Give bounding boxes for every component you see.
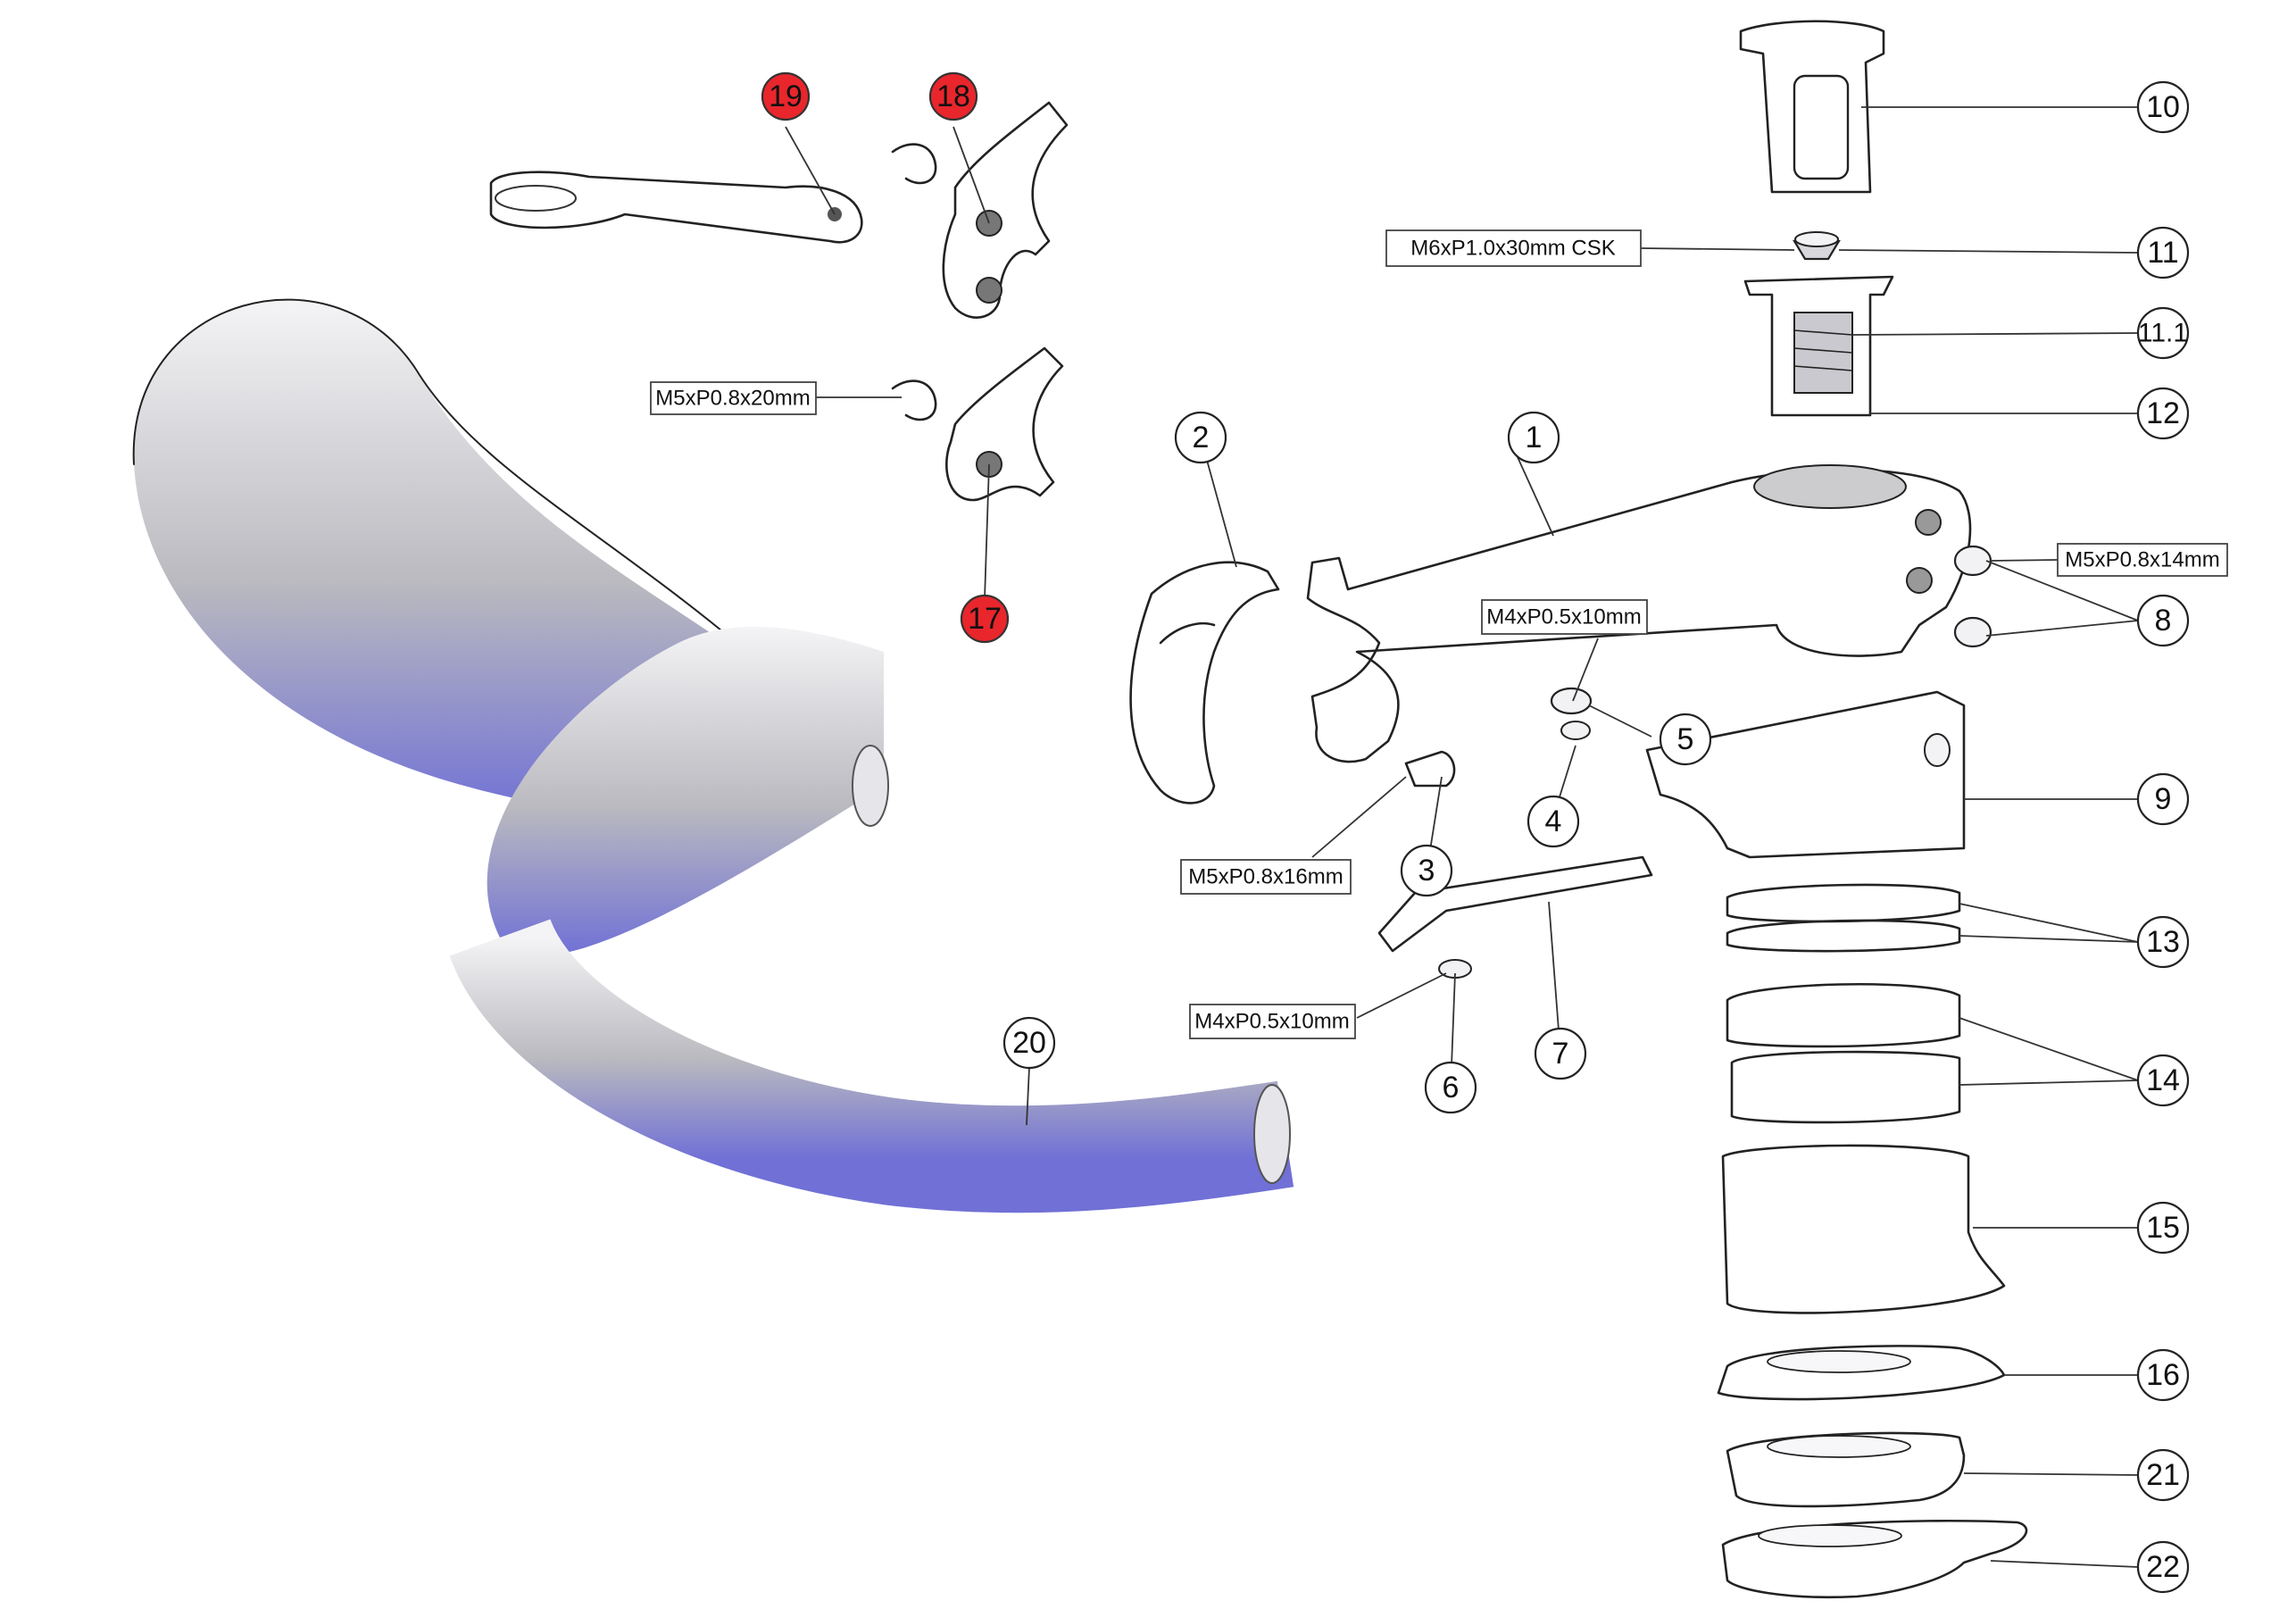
expander-body-part-12 xyxy=(1743,275,1894,417)
spec-box-m5-20: M5xP0.8x20mm xyxy=(650,381,817,415)
callout-10: 10 xyxy=(2136,80,2190,134)
spec-box-m4-bottom: M4xP0.5x10mm xyxy=(1189,1004,1356,1039)
leader-lines xyxy=(785,106,2139,1568)
callout-2-label: 2 xyxy=(1193,421,1210,454)
callout-15-label: 15 xyxy=(2146,1211,2180,1245)
spec-box-m4-top: M4xP0.5x10mm xyxy=(1481,599,1648,635)
callout-6-label: 6 xyxy=(1443,1071,1460,1105)
callout-9: 9 xyxy=(2136,772,2190,826)
callout-17: 17 xyxy=(960,594,1010,644)
callout-20-label: 20 xyxy=(1012,1026,1046,1060)
spec-m4-top-label: M4xP0.5x10mm xyxy=(1486,605,1641,629)
spacer-part-13 xyxy=(1726,883,1961,953)
callout-11-1-label: 11.1 xyxy=(2138,319,2188,348)
callout-12-label: 12 xyxy=(2146,396,2180,430)
callout-6: 6 xyxy=(1424,1061,1477,1114)
spec-box-m6-csk: M6xP1.0x30mm CSK xyxy=(1385,229,1642,267)
callout-2: 2 xyxy=(1174,411,1227,464)
stem-part-1 xyxy=(1306,464,1972,763)
callout-12: 12 xyxy=(2136,387,2190,440)
spacer-part-22 xyxy=(1721,1519,2028,1599)
handlebar-part-20 xyxy=(132,298,1294,1213)
callout-13: 13 xyxy=(2136,915,2190,969)
callout-1: 1 xyxy=(1507,411,1560,464)
callout-11-label: 11 xyxy=(2147,236,2178,270)
faceplate-part-2 xyxy=(1129,561,1280,804)
callout-17-label: 17 xyxy=(968,602,1002,636)
callout-20: 20 xyxy=(1002,1016,1056,1070)
spacer-part-16 xyxy=(1717,1345,2006,1401)
callout-14-label: 14 xyxy=(2146,1063,2180,1097)
callout-16-label: 16 xyxy=(2146,1358,2180,1392)
spec-box-m5-16: M5xP0.8x16mm xyxy=(1180,859,1352,895)
spacer-part-21 xyxy=(1726,1431,1966,1508)
spec-m4-bottom-label: M4xP0.5x10mm xyxy=(1194,1010,1349,1034)
callout-4: 4 xyxy=(1527,795,1580,848)
callout-19: 19 xyxy=(761,71,811,121)
expander-cap-part-10 xyxy=(1739,20,1885,194)
callout-3-label: 3 xyxy=(1418,854,1435,888)
spec-m5-20-label: M5xP0.8x20mm xyxy=(655,387,810,411)
bolts-part-8 xyxy=(1953,545,1992,648)
spacer-part-14 xyxy=(1726,983,1961,1124)
callout-13-label: 13 xyxy=(2146,925,2180,959)
clamp-part-17 xyxy=(891,346,1064,502)
callout-1-label: 1 xyxy=(1526,421,1543,454)
callout-7-label: 7 xyxy=(1552,1037,1569,1071)
wedge-part-7 xyxy=(1377,855,1653,953)
callout-19-label: 19 xyxy=(769,79,803,113)
bolt-part-11 xyxy=(1793,231,1841,261)
callout-18: 18 xyxy=(928,71,978,121)
lower-cover-part-9 xyxy=(1645,690,1966,859)
callout-10-label: 10 xyxy=(2146,90,2180,124)
callout-8-label: 8 xyxy=(2155,604,2172,638)
callout-3: 3 xyxy=(1400,844,1453,897)
bolt-part-3 xyxy=(1404,750,1456,788)
callout-11: 11 xyxy=(2136,226,2190,279)
callout-7: 7 xyxy=(1534,1027,1587,1080)
callout-5: 5 xyxy=(1659,713,1712,766)
callout-16: 16 xyxy=(2136,1348,2190,1402)
callout-22-label: 22 xyxy=(2146,1550,2180,1584)
mount-arm-part-19 xyxy=(489,171,863,244)
callout-4-label: 4 xyxy=(1545,804,1562,838)
callout-21: 21 xyxy=(2136,1448,2190,1502)
spacer-part-15 xyxy=(1721,1144,2006,1314)
callout-22: 22 xyxy=(2136,1540,2190,1594)
spec-m6-csk-label: M6xP1.0x30mm CSK xyxy=(1410,237,1615,261)
callout-5-label: 5 xyxy=(1677,722,1694,756)
nut-part-4 xyxy=(1550,687,1593,740)
spec-m5-14-label: M5xP0.8x14mm xyxy=(2065,548,2219,572)
spec-m5-16-label: M5xP0.8x16mm xyxy=(1188,865,1343,889)
spec-box-m5-14: M5xP0.8x14mm xyxy=(2057,543,2228,577)
callout-18-label: 18 xyxy=(936,79,970,113)
callout-8: 8 xyxy=(2136,594,2190,647)
callout-14: 14 xyxy=(2136,1054,2190,1107)
clamp-part-18 xyxy=(891,101,1069,319)
callout-21-label: 21 xyxy=(2146,1458,2180,1492)
callout-15: 15 xyxy=(2136,1201,2190,1255)
callout-9-label: 9 xyxy=(2155,782,2172,816)
callout-11-1: 11.1 xyxy=(2136,306,2190,360)
